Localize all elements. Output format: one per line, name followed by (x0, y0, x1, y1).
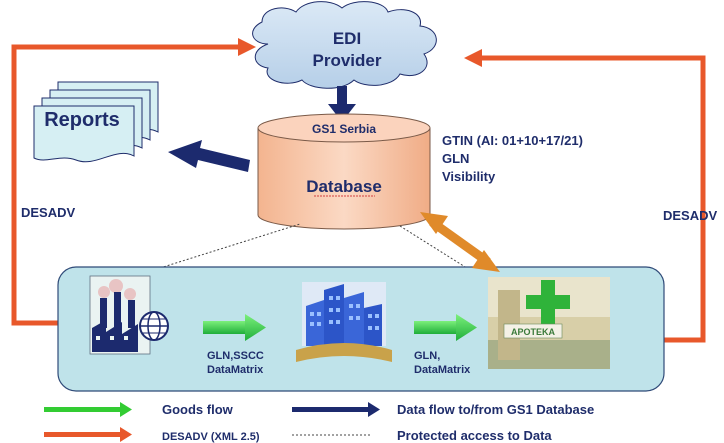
data-flow-arrow-db-to-reports (168, 140, 250, 172)
flow-label-left-2: DataMatrix (207, 364, 264, 376)
pharmacy-sign-text: APOTEKA (511, 327, 556, 337)
legend-goods-flow-swatch (44, 402, 132, 417)
goods-flow-arrow-left (203, 314, 266, 341)
db-info-line3: Visibility (442, 169, 496, 184)
distribution-center-icon[interactable] (296, 282, 392, 362)
desadv-label-left: DESADV (21, 205, 76, 220)
flow-label-left-1: GLN,SSCC (207, 350, 264, 362)
db-info-line1: GTIN (AI: 01+10+17/21) (442, 133, 583, 148)
database-cylinder[interactable]: GS1 Serbia Database (257, 113, 431, 230)
pharmacy-icon[interactable]: APOTEKA (488, 277, 610, 369)
legend-desadv: DESADV (XML 2.5) (162, 431, 260, 443)
protected-access-lines (159, 223, 471, 271)
factory-icon[interactable] (89, 275, 151, 355)
goods-flow-arrow-right (414, 314, 477, 341)
flow-label-right-2: DataMatrix (414, 364, 471, 376)
data-flow-arrow-cloud-to-db (328, 86, 356, 122)
legend-data-flow: Data flow to/from GS1 Database (397, 402, 594, 417)
reports-stack[interactable]: Reports (33, 81, 159, 163)
desadv-label-right: DESADV (663, 208, 718, 223)
flow-label-right-1: GLN, (414, 350, 440, 362)
database-org: GS1 Serbia (312, 122, 376, 136)
data-flow-arrow-db-pharmacy (420, 212, 500, 272)
reports-label: Reports (44, 109, 120, 131)
edi-provider-line2: Provider (313, 51, 382, 70)
db-info-line2: GLN (442, 151, 469, 166)
legend-data-flow-swatch (292, 402, 380, 417)
legend-desadv-swatch (44, 427, 132, 442)
edi-provider-cloud[interactable]: EDI Provider (252, 1, 437, 89)
database-info: GTIN (AI: 01+10+17/21) GLN Visibility (442, 133, 583, 184)
globe-icon (139, 311, 169, 341)
legend: Goods flow Data flow to/from GS1 Databas… (44, 402, 594, 443)
edi-provider-line1: EDI (333, 29, 361, 48)
legend-protected: Protected access to Data (397, 428, 552, 443)
legend-goods-flow: Goods flow (162, 402, 234, 417)
database-label: Database (306, 177, 382, 196)
